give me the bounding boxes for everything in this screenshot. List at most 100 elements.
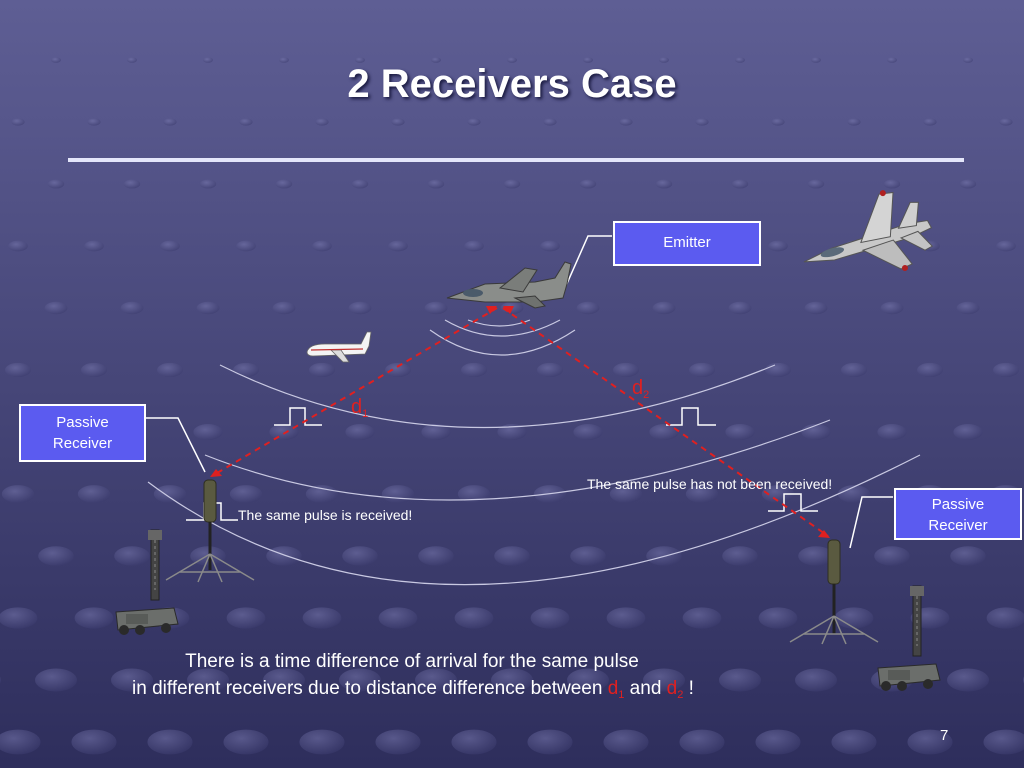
caption-d2-base: d xyxy=(666,678,678,699)
background-dot xyxy=(312,240,332,252)
background-dot xyxy=(491,668,533,692)
background-dot xyxy=(725,423,755,441)
background-dot xyxy=(461,362,487,378)
background-dot xyxy=(619,118,633,126)
distance-line-d2 xyxy=(502,307,829,537)
background-dot xyxy=(804,301,828,315)
background-dot xyxy=(907,729,953,755)
background-dot xyxy=(8,240,28,252)
signal-wave-arcs xyxy=(147,319,921,586)
background-dot xyxy=(355,57,365,63)
background-dot xyxy=(272,301,296,315)
background-dot xyxy=(464,240,484,252)
background-dot xyxy=(537,362,563,378)
background-dot xyxy=(643,668,685,692)
background-dot xyxy=(540,240,560,252)
background-dot xyxy=(47,179,65,189)
background-dot xyxy=(342,546,378,566)
background-dot xyxy=(837,485,871,503)
background-dot xyxy=(685,485,719,503)
slide-title: 2 Receivers Case xyxy=(347,62,677,106)
caption-d1-sub: 1 xyxy=(618,689,625,701)
receiver-mast-icon xyxy=(165,479,255,583)
distance-arrowheads xyxy=(210,306,830,538)
right-receiver-label-box: Passive Receiver xyxy=(894,488,1022,540)
background-dot xyxy=(114,546,150,566)
emitter-jet-icon xyxy=(446,261,572,309)
background-dot xyxy=(583,57,593,63)
background-dot xyxy=(123,179,141,189)
background-dot xyxy=(986,607,1024,629)
distance-line-d1 xyxy=(211,307,498,477)
background-dot xyxy=(153,485,187,503)
background-dot xyxy=(196,301,220,315)
background-dot xyxy=(768,240,788,252)
background-dot xyxy=(950,546,986,566)
right-receiver-callout-line xyxy=(849,496,893,549)
background-dot xyxy=(266,546,302,566)
background-dot xyxy=(111,668,153,692)
distance-d1-base: d xyxy=(351,396,363,418)
background-dot xyxy=(0,607,38,629)
page-number: 7 xyxy=(940,727,949,744)
background-dot xyxy=(351,179,369,189)
background-dot xyxy=(771,118,785,126)
background-dot xyxy=(993,362,1019,378)
background-dot xyxy=(163,118,177,126)
background-dot xyxy=(722,546,758,566)
background-dot xyxy=(503,179,521,189)
background-dot xyxy=(236,240,256,252)
background-dot xyxy=(263,668,305,692)
background-dot xyxy=(735,57,745,63)
caption-d1-base: d xyxy=(607,678,619,699)
background-dot xyxy=(160,240,180,252)
background-dot xyxy=(530,607,570,629)
background-dot xyxy=(963,57,973,63)
background-dot xyxy=(807,179,825,189)
background-dot xyxy=(431,57,441,63)
background-dot xyxy=(947,668,989,692)
background-dot xyxy=(765,362,791,378)
right-receiver-label-line1: Passive xyxy=(931,496,985,513)
background-dot xyxy=(239,118,253,126)
radar-vehicle-icon xyxy=(115,529,179,635)
background-dot xyxy=(679,729,725,755)
caption-line-2: in different receivers due to distance d… xyxy=(0,678,826,701)
background-dot xyxy=(223,729,269,755)
background-dot xyxy=(315,118,329,126)
background-dot xyxy=(841,362,867,378)
background-dot xyxy=(203,57,213,63)
background-dot xyxy=(761,485,795,503)
emitter-callout-line xyxy=(564,235,612,289)
left-receiver-label-line1: Passive xyxy=(56,414,109,431)
background-dot xyxy=(887,57,897,63)
background-dot xyxy=(226,607,266,629)
background-dot xyxy=(655,179,673,189)
left-receiver-callout-line xyxy=(146,417,206,473)
radar-vehicle-icon xyxy=(877,585,941,691)
background-dot xyxy=(923,118,937,126)
background-dot xyxy=(613,362,639,378)
background-dot xyxy=(983,729,1024,755)
background-dot xyxy=(5,362,31,378)
background-dot xyxy=(917,362,943,378)
background-dot xyxy=(77,485,111,503)
background-dot xyxy=(877,423,907,441)
receiver-mast-icon xyxy=(789,539,879,645)
background-dot xyxy=(719,668,761,692)
background-dot xyxy=(35,668,77,692)
background-dot xyxy=(798,546,834,566)
background-dot xyxy=(418,546,454,566)
background-dot xyxy=(494,546,530,566)
background-dot xyxy=(187,668,229,692)
background-dot xyxy=(728,301,752,315)
caption-end: ! xyxy=(683,678,694,699)
distance-d2-base: d xyxy=(632,377,644,399)
background-dot xyxy=(606,607,646,629)
background-dot xyxy=(120,301,144,315)
background-dot xyxy=(454,607,494,629)
emitter-label: Emitter xyxy=(663,234,711,251)
background-dot xyxy=(567,668,609,692)
background-dot xyxy=(339,668,381,692)
